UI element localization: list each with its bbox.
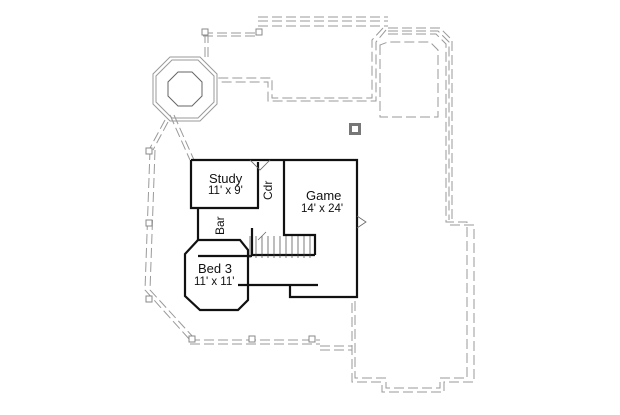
- roof-outline: [144, 16, 475, 393]
- turret-octagon: [152, 56, 218, 122]
- posts: [145, 28, 316, 343]
- room-dim-study: 11' x 9': [208, 185, 243, 197]
- door-swings: [249, 159, 367, 241]
- room-label-study: Study: [209, 171, 243, 186]
- room-label-bar: Bar: [213, 216, 227, 235]
- exterior-walls: [189, 158, 359, 299]
- room-label-game: Game: [306, 188, 342, 203]
- stairs: [249, 236, 311, 258]
- bed3-octagon: [183, 238, 250, 312]
- room-dim-game: 14' x 24': [301, 203, 344, 215]
- room-label-cdr: Cdr: [261, 180, 275, 200]
- room-label-bed3: Bed 3: [198, 261, 232, 276]
- room-dim-bed3: 11' x 11': [194, 276, 235, 288]
